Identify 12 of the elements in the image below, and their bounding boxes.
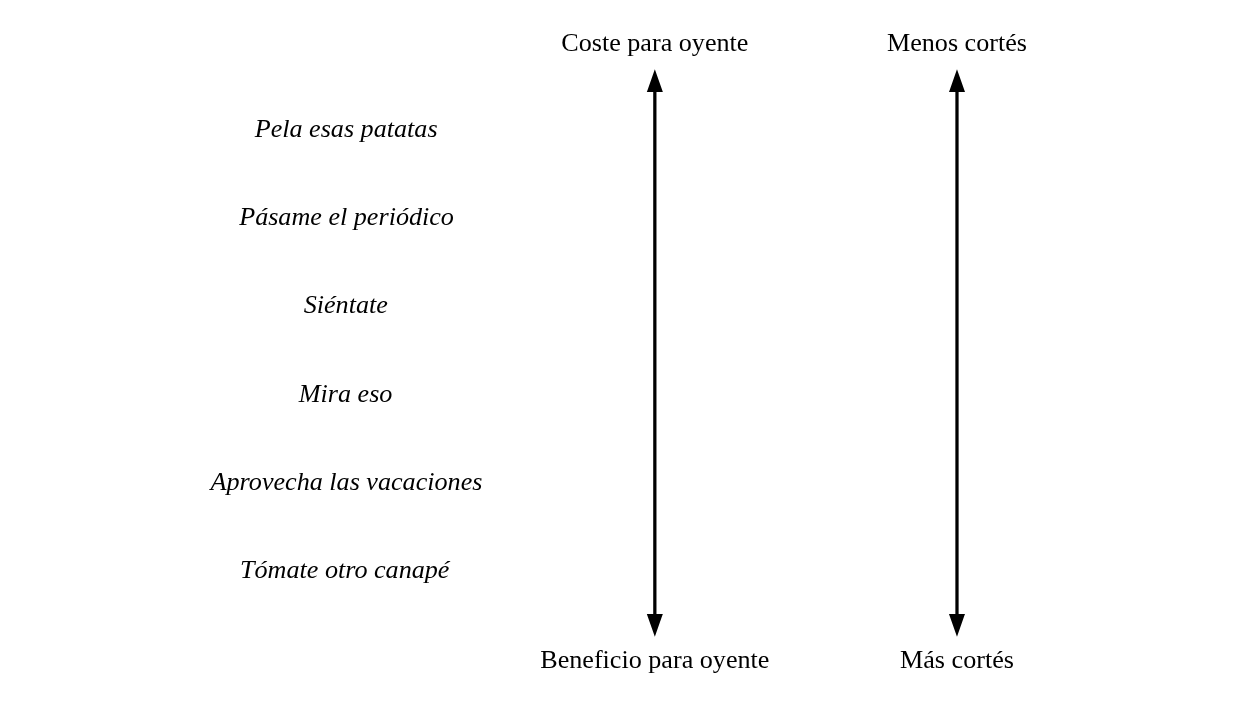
label: Pela esas patatas [254,114,438,144]
node-text: Beneficio para oyente [539,644,769,674]
node-text: Menos cortés [886,27,1027,57]
label: Siéntate [303,290,388,320]
label: Pásame el periódico [238,202,454,232]
node-text: Más cortés [899,644,1014,674]
node-text: Coste para oyente [560,27,748,57]
arrow [646,69,663,637]
label: Tómate otro canapé [239,555,449,585]
label: Aprovecha las vacaciones [210,466,482,496]
arrow [948,69,965,637]
label: Mira eso [298,378,392,408]
